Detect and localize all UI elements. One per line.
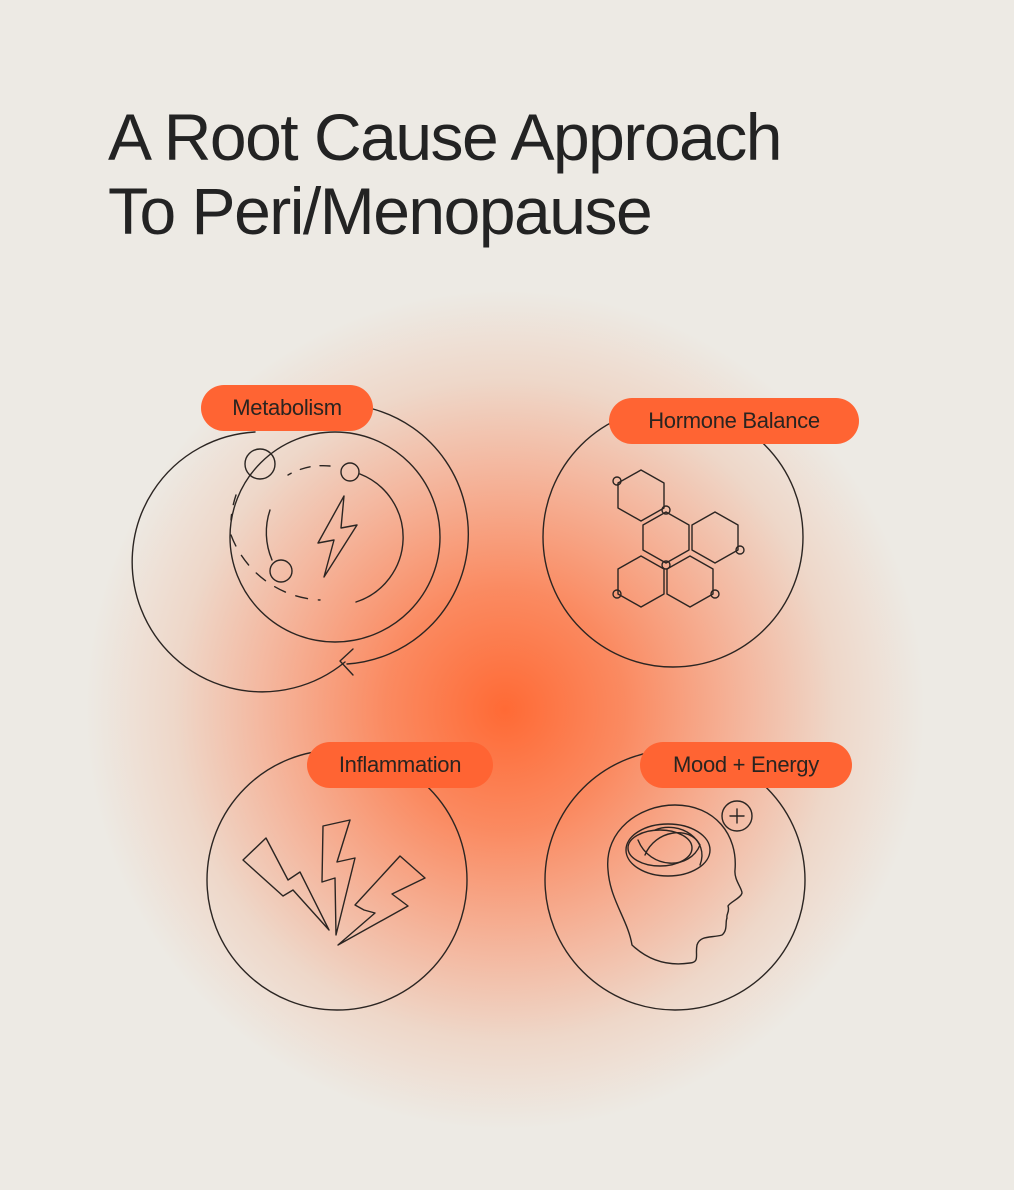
title-line-2: To Peri/Menopause [108, 174, 653, 248]
title-line-1: A Root Cause Approach [108, 100, 782, 174]
hexagon-molecule-icon [542, 406, 804, 668]
pillar-label-mood-energy: Mood + Energy [640, 742, 852, 788]
brain-head-icon [544, 749, 806, 1011]
pillar-label-inflammation: Inflammation [307, 742, 493, 788]
pillar-label-hormone-balance: Hormone Balance [609, 398, 859, 444]
page-title: A Root Cause Approach To Peri/Menopause [108, 100, 782, 248]
metabolism-cycle-icon [131, 408, 470, 693]
lightning-bolts-icon [206, 749, 468, 1011]
pillar-label-metabolism: Metabolism [201, 385, 373, 431]
